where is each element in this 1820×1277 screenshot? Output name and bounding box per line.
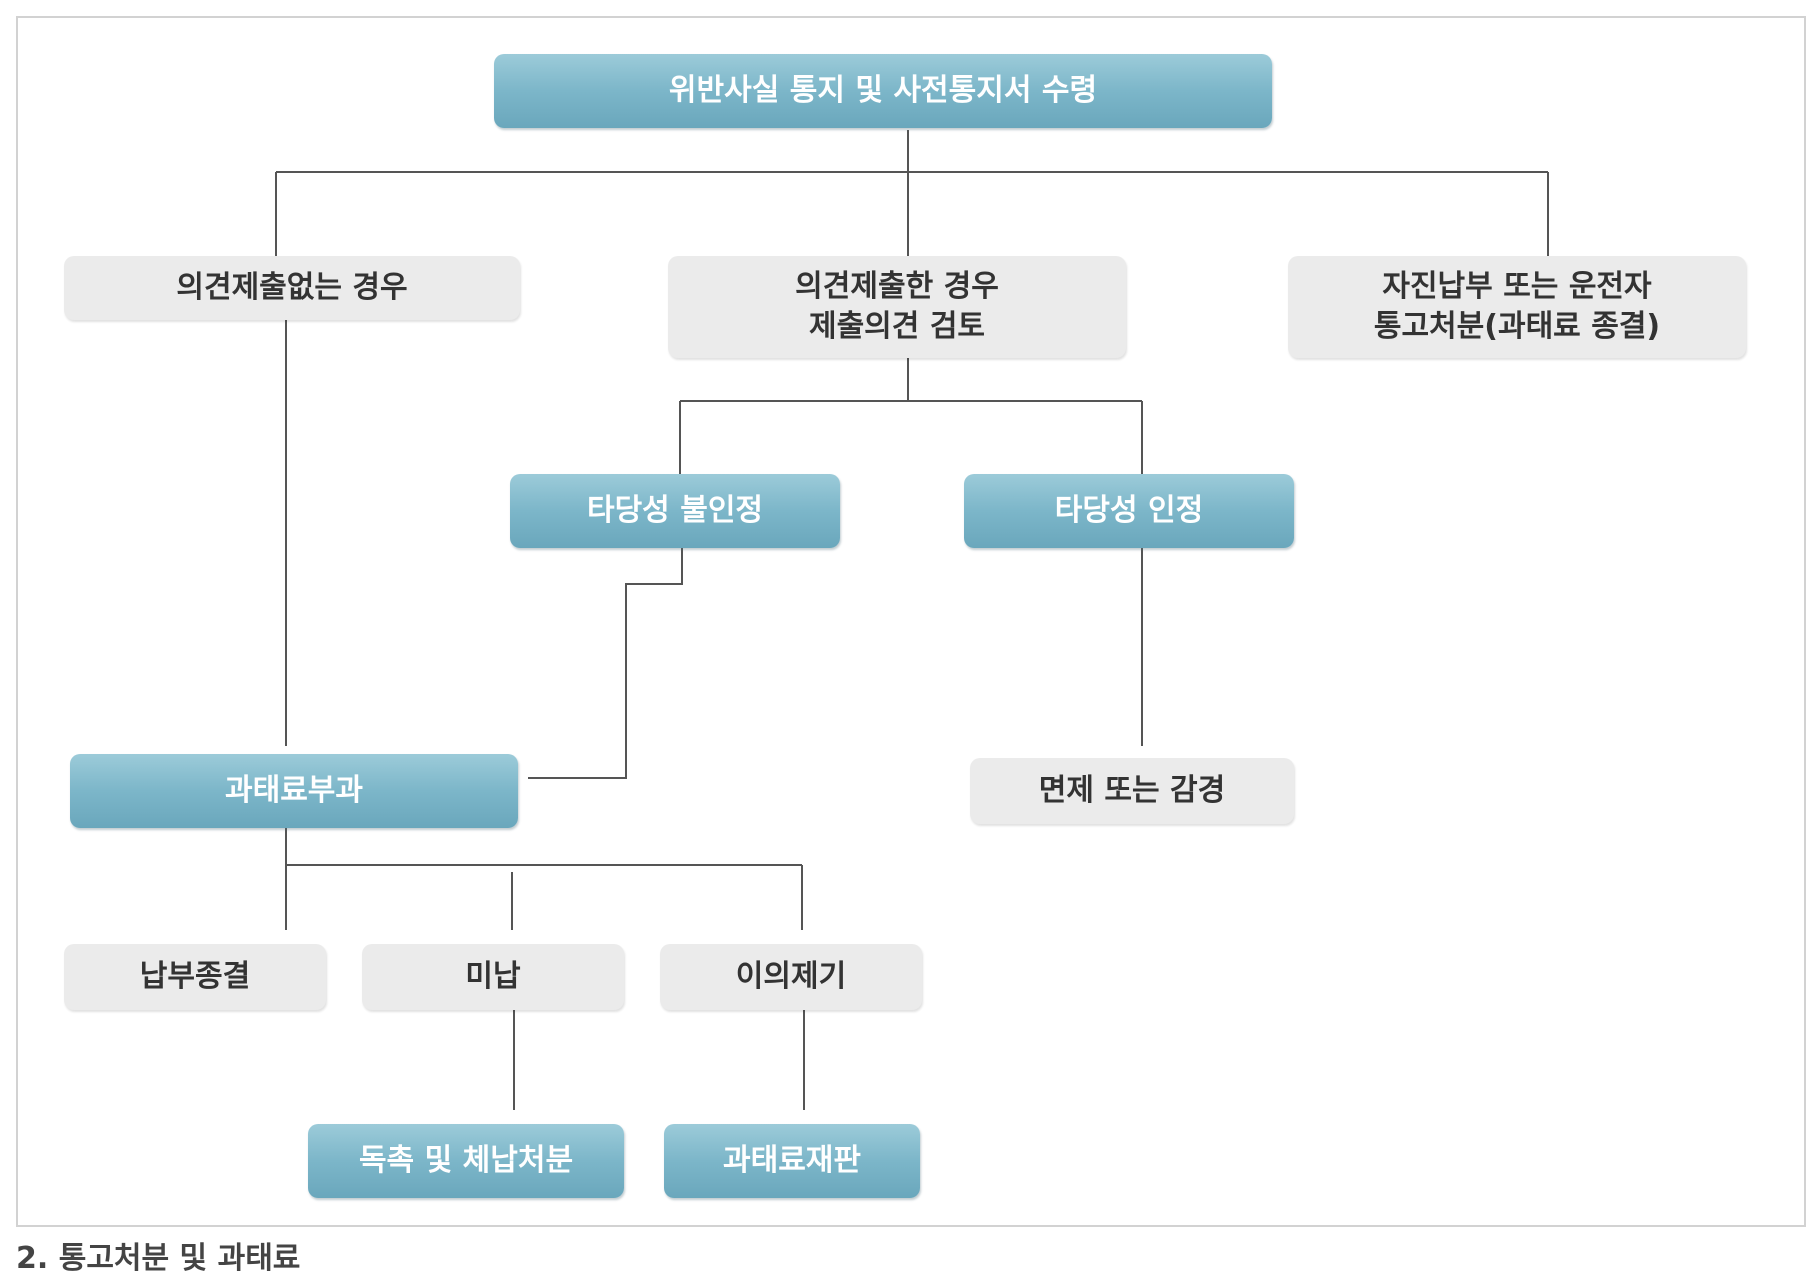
node-valid: 타당성 인정	[964, 474, 1294, 548]
node-fine-trial: 과태료재판	[664, 1124, 920, 1198]
node-collection: 독촉 및 체납처분	[308, 1124, 624, 1198]
node-unpaid: 미납	[362, 944, 624, 1010]
node-not-valid: 타당성 불인정	[510, 474, 840, 548]
node-violation-notice: 위반사실 통지 및 사전통지서 수령	[494, 54, 1272, 128]
node-payment-complete: 납부종결	[64, 944, 326, 1010]
node-exemption: 면제 또는 감경	[970, 758, 1294, 824]
node-fine-imposed: 과태료부과	[70, 754, 518, 828]
section-caption: 2. 통고처분 및 과태료	[16, 1241, 301, 1276]
connector-lines	[275, 130, 1549, 1110]
node-self-payment: 자진납부 또는 운전자 통고처분(과태료 종결)	[1288, 256, 1746, 358]
diagram-frame: 위반사실 통지 및 사전통지서 수령 의견제출없는 경우 의견제출한 경우 제출…	[16, 16, 1806, 1227]
node-objection: 이의제기	[660, 944, 922, 1010]
connector-not-valid-to-fine	[528, 548, 683, 779]
node-opinion-submitted: 의견제출한 경우 제출의견 검토	[668, 256, 1126, 358]
node-no-opinion: 의견제출없는 경우	[64, 256, 520, 320]
